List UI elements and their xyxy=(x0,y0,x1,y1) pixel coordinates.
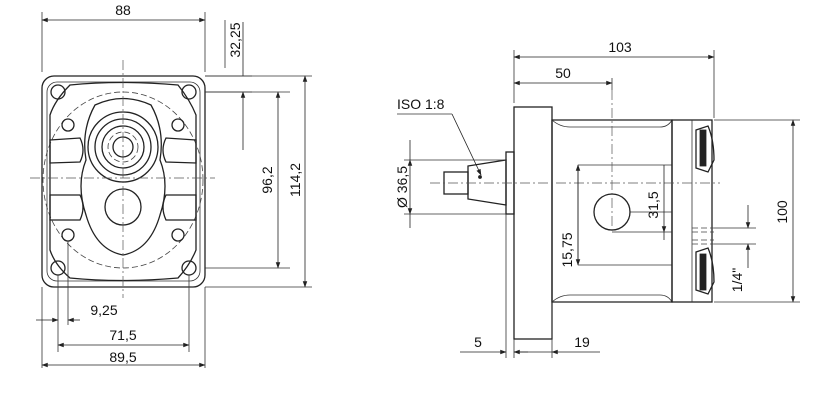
front-flange-shape xyxy=(49,81,197,282)
dim-962-label: 96,2 xyxy=(259,166,275,193)
corner-hole-bl xyxy=(50,260,66,276)
front-body-outline xyxy=(41,75,206,288)
pocket-left-upper xyxy=(49,137,84,164)
dim-3225-label: 32,25 xyxy=(227,22,243,57)
pocket-right-upper xyxy=(162,137,197,164)
shaft-key-dot xyxy=(478,175,482,179)
side-taper-shaft xyxy=(467,159,507,206)
side-flange xyxy=(513,106,553,340)
mount-hole-br xyxy=(171,228,185,242)
dim-50-label: 50 xyxy=(555,65,571,81)
dim-715-label: 71,5 xyxy=(109,327,136,343)
side-body-rounding-bottom xyxy=(551,294,673,303)
dim-1142-label: 114,2 xyxy=(287,163,303,197)
dim-103-label: 103 xyxy=(608,39,632,55)
connector-top xyxy=(695,125,715,173)
corner-hole-tr xyxy=(181,84,197,100)
central-boss xyxy=(80,97,166,256)
connector-bottom xyxy=(695,247,715,295)
mount-hole-tl xyxy=(61,118,75,132)
dim-315-label: 31,5 xyxy=(645,191,661,218)
side-body-rounding-top xyxy=(551,119,673,128)
dim-19-label: 19 xyxy=(574,334,590,350)
pocket-right-lower xyxy=(162,194,197,221)
iso-taper-label: ISO 1:8 xyxy=(397,96,445,112)
front-view: 88 32,25 96,2 114,2 9,25 71,5 89,5 xyxy=(30,2,312,368)
dim-1575-label: 15,75 xyxy=(559,232,575,267)
dim-88-label: 88 xyxy=(115,2,131,18)
mount-hole-bl xyxy=(61,228,75,242)
dim-895-label: 89,5 xyxy=(109,349,136,365)
mount-hole-tr xyxy=(171,118,185,132)
dim-100-label: 100 xyxy=(774,200,790,224)
shaft-spline xyxy=(107,131,139,163)
dim-diameter-label: Ø 36,5 xyxy=(394,166,410,208)
pocket-left-lower xyxy=(49,194,84,221)
side-view: 103 50 ISO 1:8 Ø 36,5 31,5 15,75 100 xyxy=(394,39,800,358)
dim-5-label: 5 xyxy=(474,334,482,350)
dim-925-label: 9,25 xyxy=(90,302,117,318)
corner-hole-tl xyxy=(50,84,66,100)
dim-thread-label: 1/4" xyxy=(729,268,745,292)
iso-leader-line xyxy=(451,113,482,176)
